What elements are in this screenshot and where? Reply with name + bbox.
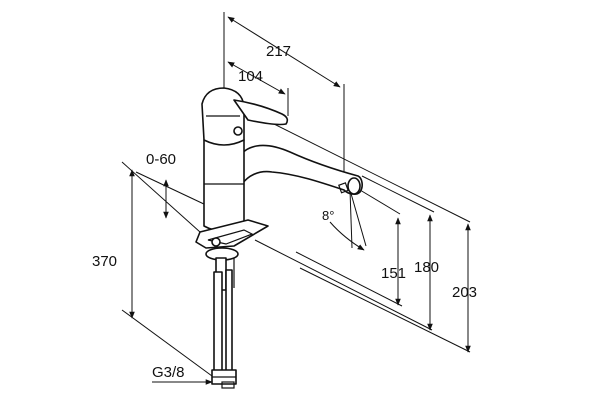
lever-indicator — [233, 126, 243, 136]
dimension-203-label: 203 — [452, 284, 477, 301]
dimension-370: 370 — [92, 161, 213, 377]
faucet-outline — [195, 87, 363, 389]
dimension-370-label: 370 — [92, 253, 117, 270]
dimension-151: 151 — [381, 217, 406, 306]
dimension-203: 203 — [452, 223, 477, 353]
dimension-g38: G3/8 — [152, 364, 213, 385]
angle-8-degrees: 8° — [322, 189, 367, 251]
dimension-217-label: 217 — [266, 43, 291, 60]
angle-8-label: 8° — [322, 208, 334, 223]
dimension-180: 180 — [414, 214, 439, 331]
dimension-0-60-label: 0-60 — [146, 151, 176, 168]
dimension-g38-label: G3/8 — [152, 364, 185, 381]
spout-aerator — [347, 177, 361, 195]
dimension-104: 104 — [227, 61, 289, 116]
dimension-217: 217 — [223, 12, 345, 178]
dimension-104-label: 104 — [238, 68, 263, 85]
dimension-151-label: 151 — [381, 265, 406, 282]
extension-lines-right — [237, 105, 471, 353]
dimension-180-label: 180 — [414, 259, 439, 276]
dimension-0-60: 0-60 — [135, 151, 207, 219]
